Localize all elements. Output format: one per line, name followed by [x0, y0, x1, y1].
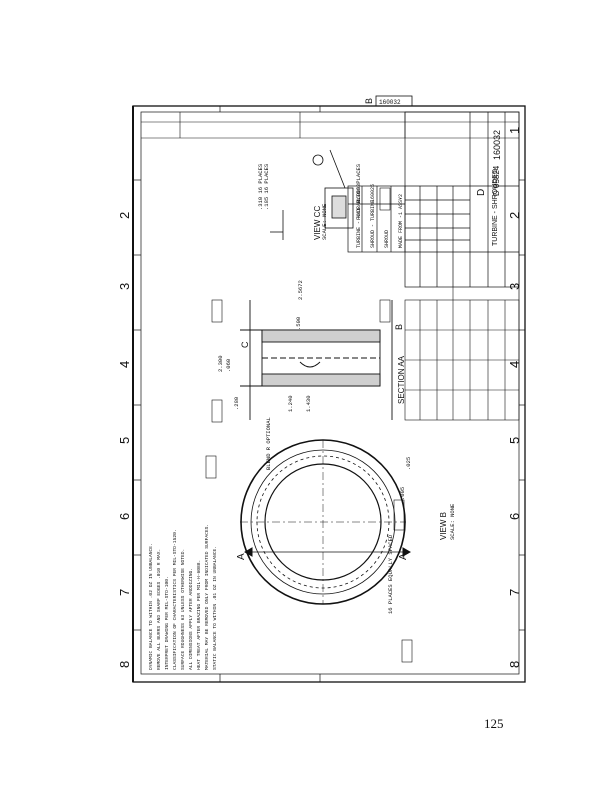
dim-label: .060	[225, 359, 232, 372]
view-b-ring	[240, 439, 412, 605]
table-cell: 160033	[356, 184, 362, 202]
view-b-text: VIEW B SCALE: NONE A A 16 PLACES EQUALLY…	[236, 457, 456, 614]
page-number: 125	[484, 716, 504, 731]
note: SURFACE ROUGHNESS 63 UNLESS OTHERWISE NO…	[180, 549, 186, 670]
marker-c: C	[240, 341, 250, 348]
section-aa-title: SECTION AA	[397, 355, 406, 404]
dim-label: 2.300	[217, 355, 224, 372]
title-block-text: TURBINE - SHROUDED D 05824 160032 D	[476, 130, 502, 246]
zone-number: 5	[507, 437, 522, 444]
zone-number: 2	[507, 212, 522, 219]
drawing-number: 160032	[492, 130, 502, 160]
view-cc-scale: SCALE: NONE	[321, 203, 328, 240]
dim-label: 1.240	[287, 395, 294, 412]
notes-block: DYNAMIC BALANCE TO WITHIN .02 OZ IN UNBA…	[148, 524, 218, 670]
feature-control-frames	[205, 187, 413, 663]
revision-strip	[141, 112, 519, 139]
view-cc-title: VIEW CC	[313, 206, 322, 240]
application-table	[347, 185, 406, 253]
table-cell: TURBINE - HYDRAULIC	[356, 191, 362, 248]
view-cc-detail	[270, 149, 354, 240]
dim-label: 16 PLACES EQUALLY SPACED	[387, 534, 394, 614]
dim-label: FULL R. 16 PLACES	[355, 163, 362, 220]
zone-marker: B	[364, 98, 374, 104]
marker-b: B	[394, 324, 404, 330]
dim-label: 2.5672	[297, 280, 304, 300]
table-cell: SHROUD - TURBINE	[370, 200, 376, 248]
zone-number: 2	[117, 212, 132, 219]
dim-label: 1.430	[305, 395, 312, 412]
zone-number: 7	[507, 589, 522, 596]
note: CLASSIFICATION OF CHARACTERISTICS PER MI…	[172, 529, 178, 670]
note: ALL DIMENSIONS APPLY AFTER ANODIZING.	[188, 568, 194, 670]
top-dwg-number: 160032	[379, 99, 401, 106]
zone-number: 6	[507, 513, 522, 520]
cage-code: D 05824	[492, 165, 501, 196]
marker-a: A	[398, 553, 409, 560]
dim-label: .025	[405, 457, 412, 470]
note: HEAT TREAT AFTER BRAZING PER MIL-H-6088.	[196, 560, 202, 670]
section-aa-text: SECTION AA 2.300 .060 .500 .280 1.240 1.…	[217, 280, 406, 470]
title-block	[404, 111, 520, 288]
zone-number: 1	[507, 127, 522, 134]
zone-number: 4	[117, 361, 132, 368]
dim-label: .310 16 PLACES	[257, 163, 264, 210]
note: DYNAMIC BALANCE TO WITHIN .02 OZ IN UNBA…	[148, 543, 154, 670]
zone-numbers-right: 1 2 3 4 5 6 7 8	[507, 127, 522, 668]
note: STATIC BALANCE TO WITHIN .01 OZ IN UNBAL…	[212, 546, 218, 670]
table-cell: -2	[398, 194, 404, 200]
dim-label: BLEND R OPTIONAL	[265, 417, 272, 470]
table-cell: 160025	[370, 184, 376, 202]
note: INTERPRET DRAWING PER MIL-STD-100.	[164, 576, 170, 670]
zone-number: 4	[507, 361, 522, 368]
view-b-scale: SCALE: NONE	[449, 503, 456, 540]
zone-ticks	[133, 106, 525, 682]
view-cc-text: VIEW CC SCALE: NONE .310 16 PLACES .185 …	[257, 163, 362, 240]
dim-label: .280	[233, 397, 240, 410]
drawing-title: TURBINE - SHROUDED	[492, 169, 499, 246]
dim-label: .005	[399, 487, 406, 500]
table-cell: SHROUD	[384, 230, 390, 248]
approval-grid	[404, 287, 520, 421]
view-b-title: VIEW B	[439, 512, 448, 540]
application-table-text: -2 MADE FROM -1 ASSY SHROUD 160025 SHROU…	[356, 184, 404, 248]
zone-number: 5	[117, 437, 132, 444]
marker-a: A	[236, 553, 247, 560]
table-cell: MADE FROM -1 ASSY	[398, 197, 404, 248]
zone-number: 3	[117, 283, 132, 290]
size-label: D	[476, 189, 487, 196]
top-reference-block: 160032 B	[364, 95, 413, 107]
zone-numbers-left: 2 3 4 5 6 7 8	[117, 212, 132, 668]
note: REMOVE ALL BURRS AND SHARP EDGES .010 R …	[156, 549, 162, 670]
zone-number: 6	[117, 513, 132, 520]
zone-number: 8	[117, 661, 132, 668]
zone-number: 8	[507, 661, 522, 668]
zone-number: 3	[507, 283, 522, 290]
section-aa	[240, 300, 393, 420]
dim-label: .500	[295, 317, 302, 330]
dim-label: .185 16 PLACES	[263, 163, 270, 210]
zone-number: 7	[117, 589, 132, 596]
note: MATERIAL MAY BE REMOVED ONLY FROM INDICA…	[204, 524, 210, 670]
